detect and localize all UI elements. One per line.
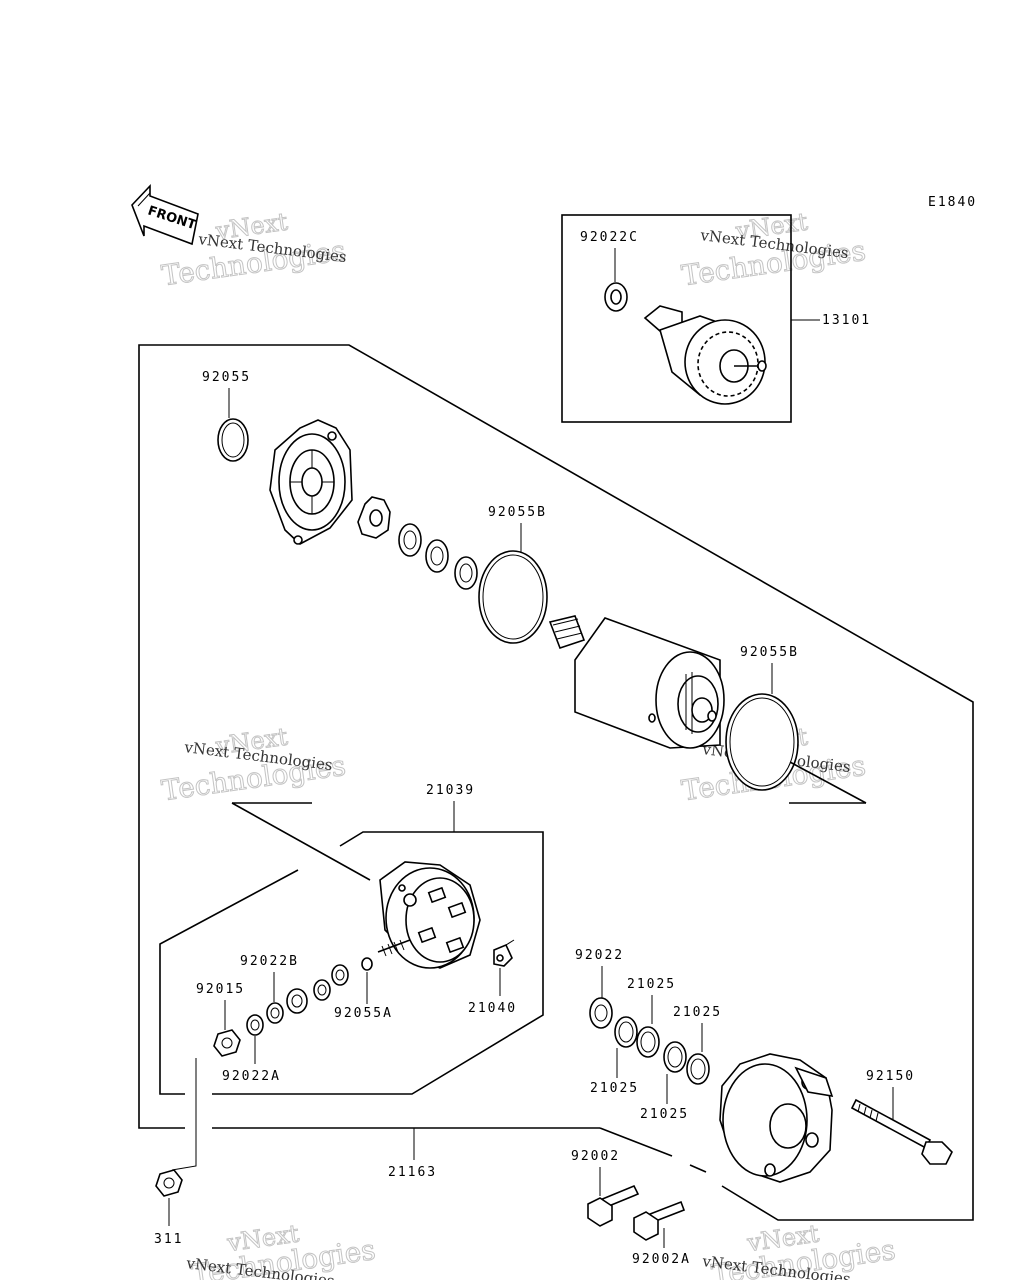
part-label-92055B: 92055B — [488, 505, 547, 520]
starter-clutch-13101 — [643, 305, 767, 405]
shim-21025 — [686, 1053, 710, 1085]
part-label-92150: 92150 — [866, 1069, 915, 1084]
pinion-clutch-box: 13101 92022C — [561, 214, 871, 423]
washer-92022B — [266, 1002, 284, 1024]
assembly-outline — [138, 344, 974, 1221]
part-label-13101: 13101 — [822, 313, 871, 328]
part-label-92055: 92055 — [202, 370, 251, 385]
rear-cover — [719, 1053, 834, 1183]
o-ring-92055 — [217, 418, 249, 462]
shim-washer — [425, 539, 449, 573]
washer-92022A — [246, 1014, 264, 1036]
part-label-21040: 21040 — [468, 1001, 517, 1016]
part-label-92022C: 92022C — [580, 230, 639, 245]
part-label-311: 311 — [154, 1232, 183, 1247]
nut-92015 — [213, 1029, 241, 1057]
part-label-92022B: 92022B — [240, 954, 299, 969]
part-label-21025: 21025 — [590, 1081, 639, 1096]
front-arrow-icon: FRONT — [131, 183, 199, 246]
part-label-92002: 92002 — [571, 1149, 620, 1164]
part-label-21039: 21039 — [426, 783, 475, 798]
diagram-code: E1840 — [928, 195, 977, 210]
washer — [313, 979, 331, 1001]
front-cover — [269, 419, 353, 545]
part-label-92015: 92015 — [196, 982, 245, 997]
part-label-92022A: 92022A — [222, 1069, 281, 1084]
part-label-92055B: 92055B — [740, 645, 799, 660]
part-label-92055A: 92055A — [334, 1006, 393, 1021]
shim-21025 — [663, 1041, 687, 1073]
washer — [286, 988, 308, 1014]
part-label-21025: 21025 — [627, 977, 676, 992]
shim-21025 — [636, 1026, 660, 1058]
o-ring-92055B — [478, 550, 548, 644]
o-ring-92055B — [725, 693, 799, 791]
through-bolt-92150 — [850, 1098, 953, 1165]
washer — [331, 964, 349, 986]
part-label-92022: 92022 — [575, 948, 624, 963]
part-label-21163: 21163 — [388, 1165, 437, 1180]
nut-311 — [155, 1169, 183, 1197]
shim-21025 — [614, 1016, 638, 1048]
bolt-92002A — [633, 1200, 686, 1241]
brush-holder-21039 — [379, 861, 481, 969]
washer-92022 — [589, 997, 613, 1029]
yoke-armature — [548, 615, 725, 749]
part-label-21025: 21025 — [673, 1005, 722, 1020]
shim-washer — [454, 556, 478, 590]
brush-spring-21040 — [493, 939, 515, 967]
o-ring-92055A — [361, 957, 373, 971]
terminal-bolt — [377, 939, 411, 957]
part-label-92002A: 92002A — [632, 1252, 691, 1267]
part-label-21025: 21025 — [640, 1107, 689, 1122]
shim-washer — [398, 523, 422, 557]
bolt-92002 — [587, 1184, 640, 1227]
